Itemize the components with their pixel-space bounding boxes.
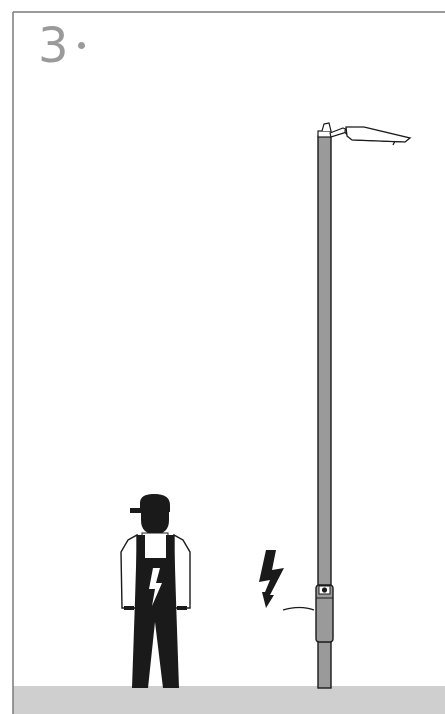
- street-lamp-head-icon: [322, 123, 410, 145]
- worker-sleeve-right: [174, 535, 190, 608]
- worker-hand-right: [177, 606, 187, 610]
- worker-bib: [145, 540, 166, 558]
- pole-access-door-icon: [316, 585, 333, 642]
- hazard-pointer-line: [283, 608, 314, 611]
- worker-collar: [142, 533, 168, 541]
- worker-head: [141, 512, 169, 534]
- worker-hand-left: [124, 606, 134, 610]
- ground: [13, 686, 445, 714]
- lightning-bolt-icon: [259, 550, 284, 608]
- electrician-worker-icon: [121, 494, 190, 688]
- worker-sleeve-left: [121, 535, 137, 608]
- pole-cap: [318, 131, 331, 137]
- lamp-post: [283, 123, 410, 688]
